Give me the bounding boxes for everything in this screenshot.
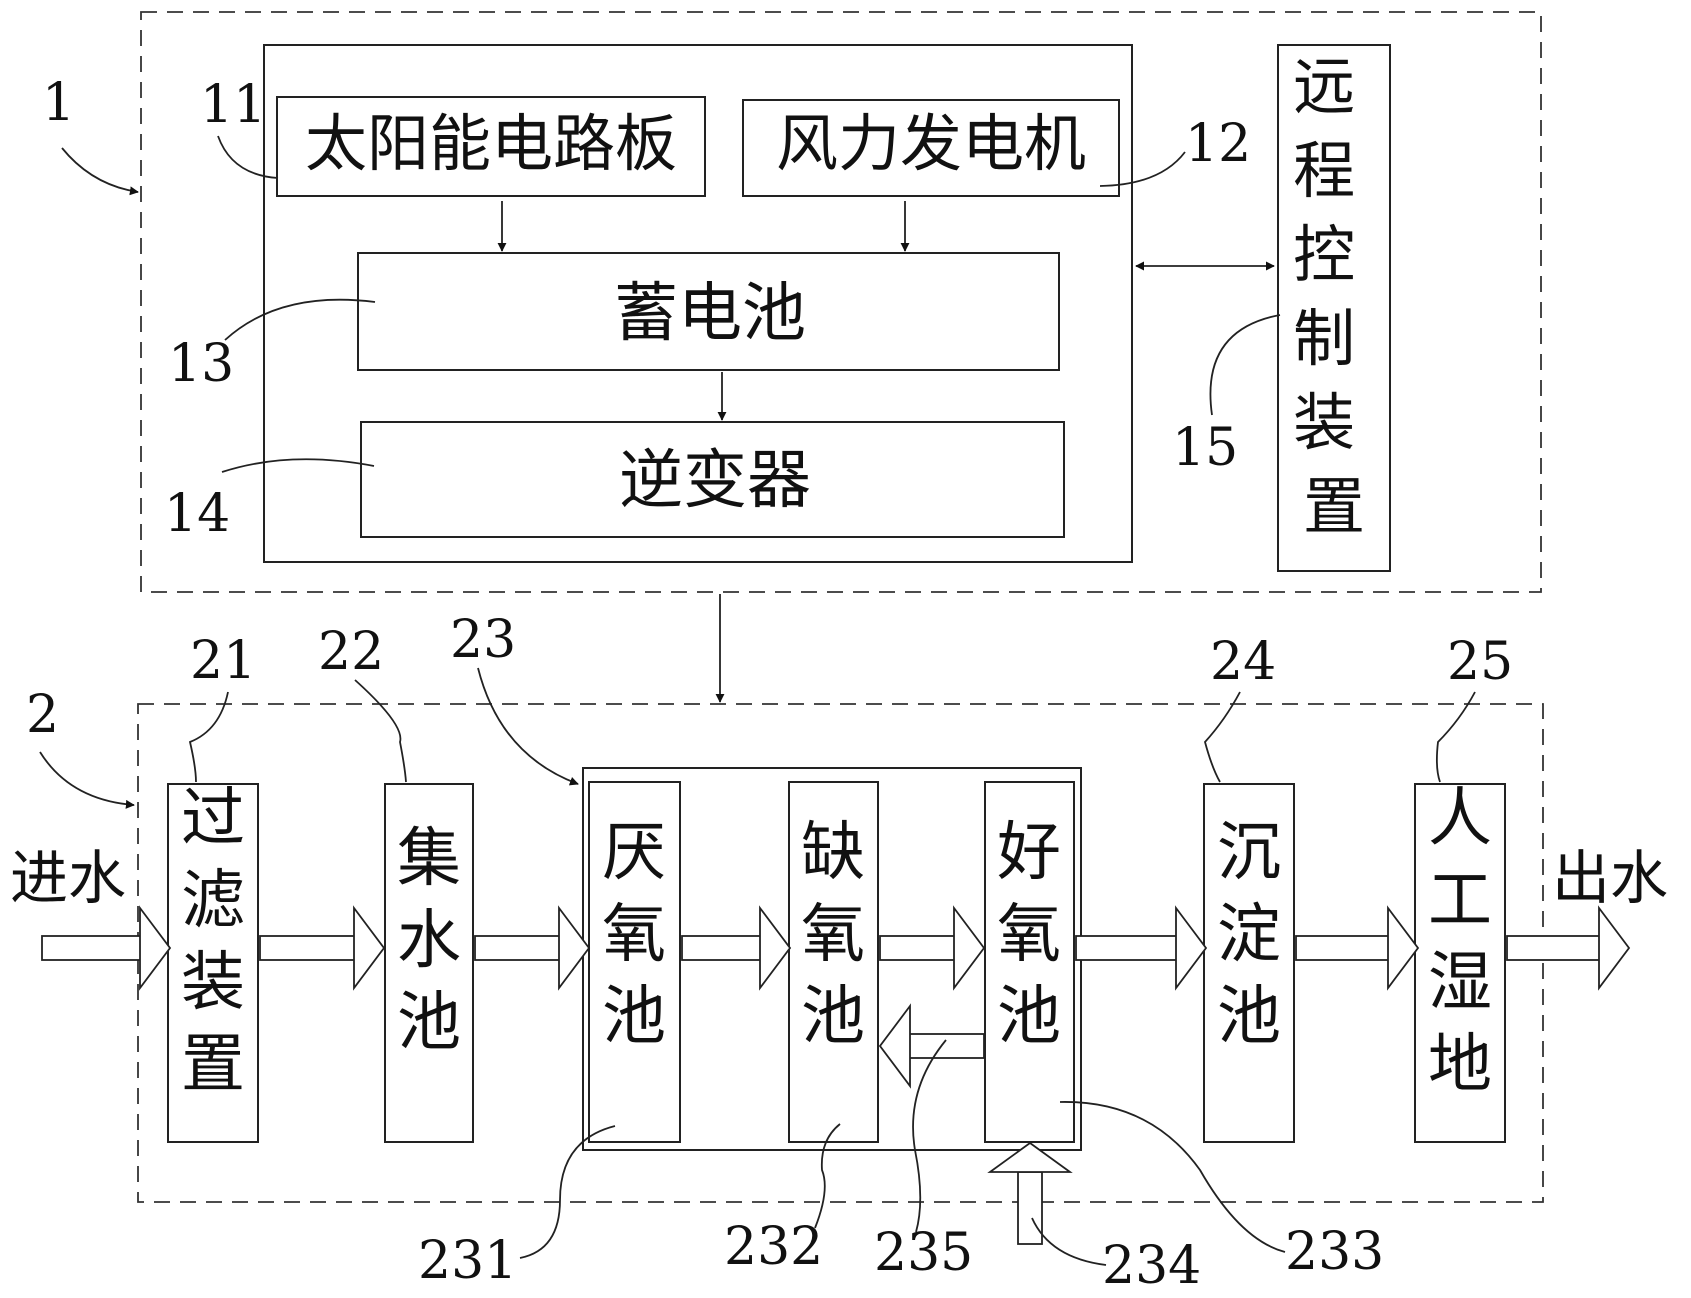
aerobic-label: 好氧池 bbox=[997, 816, 1061, 1054]
ref-12: 12 bbox=[1185, 114, 1251, 174]
ref-15: 15 bbox=[1172, 418, 1238, 478]
anoxic-column bbox=[788, 781, 879, 1143]
leader-235 bbox=[912, 1039, 947, 1233]
wetland-column bbox=[1414, 783, 1506, 1143]
filter-to-collect-pipe bbox=[259, 905, 386, 991]
solar-panel-box bbox=[276, 96, 706, 197]
power-module-box bbox=[263, 44, 1133, 563]
leader-231 bbox=[519, 1125, 616, 1259]
ref-233: 233 bbox=[1285, 1222, 1384, 1282]
ref-25: 25 bbox=[1447, 632, 1513, 692]
ref-21: 21 bbox=[190, 631, 256, 691]
anaerobic-column bbox=[588, 781, 681, 1143]
leader-1 bbox=[61, 147, 139, 196]
settle-column bbox=[1203, 783, 1295, 1143]
reflux-pipe bbox=[878, 1003, 985, 1089]
anoxic-to-aerobic-pipe bbox=[879, 905, 986, 991]
leader-233 bbox=[1059, 1101, 1286, 1253]
ref-23: 23 bbox=[450, 610, 516, 670]
wetland-label: 人工湿地 bbox=[1428, 782, 1492, 1102]
anoxic-label: 缺氧池 bbox=[801, 816, 865, 1054]
inlet-label: 进水 bbox=[10, 844, 126, 912]
ref-235: 235 bbox=[874, 1223, 973, 1283]
aerobic-column bbox=[984, 781, 1075, 1143]
collect-to-anaerobic-pipe bbox=[474, 905, 591, 991]
ref-234: 234 bbox=[1102, 1236, 1201, 1296]
wind-generator-box bbox=[742, 99, 1120, 197]
leader-13 bbox=[224, 298, 376, 341]
outlet-label: 出水 bbox=[1552, 844, 1668, 912]
remote-control-label: 远 程 控 制 装 置 bbox=[1293, 50, 1375, 543]
inlet-pipe bbox=[41, 905, 172, 991]
anaerobic-label: 厌氧池 bbox=[602, 816, 666, 1054]
leader-25 bbox=[1435, 691, 1476, 783]
aeration-pipe bbox=[987, 1141, 1073, 1245]
leader-12 bbox=[1099, 151, 1186, 187]
leader-11 bbox=[217, 135, 279, 179]
collect-column bbox=[384, 783, 474, 1143]
aerobic-to-settle-pipe bbox=[1075, 905, 1208, 991]
ref-1: 1 bbox=[42, 73, 75, 133]
remote-control-box bbox=[1277, 44, 1391, 572]
outlet-pipe bbox=[1506, 905, 1631, 991]
leader-24 bbox=[1204, 691, 1241, 783]
ref-232: 232 bbox=[724, 1217, 823, 1277]
leader-234 bbox=[1031, 1217, 1107, 1266]
filter-label: 过滤装置 bbox=[181, 782, 245, 1102]
leader-15 bbox=[1209, 314, 1281, 416]
filter-column bbox=[167, 783, 259, 1143]
leader-22 bbox=[354, 679, 407, 783]
collect-label: 集水池 bbox=[397, 822, 461, 1060]
battery-box bbox=[357, 252, 1060, 371]
ref-11: 11 bbox=[200, 75, 266, 135]
settle-label: 沉淀池 bbox=[1217, 816, 1281, 1054]
solar-panel-label: 太阳能电路板 bbox=[305, 107, 677, 180]
ref-231: 231 bbox=[418, 1231, 517, 1291]
power-system-group bbox=[140, 11, 1542, 593]
leader-14 bbox=[221, 458, 375, 473]
leader-23 bbox=[477, 667, 579, 786]
wind-generator-label: 风力发电机 bbox=[776, 107, 1086, 180]
inverter-label: 逆变器 bbox=[619, 444, 811, 518]
leader-2 bbox=[39, 751, 135, 809]
ref-2: 2 bbox=[26, 685, 59, 745]
anaerobic-to-anoxic-pipe bbox=[681, 905, 792, 991]
settle-to-wetland-pipe bbox=[1295, 905, 1420, 991]
battery-label: 蓄电池 bbox=[614, 277, 806, 351]
ref-13: 13 bbox=[168, 334, 234, 394]
leader-232 bbox=[814, 1123, 841, 1229]
leader-21 bbox=[188, 691, 229, 783]
ref-24: 24 bbox=[1210, 632, 1276, 692]
inverter-box bbox=[360, 421, 1065, 538]
ref-14: 14 bbox=[164, 484, 230, 544]
ref-22: 22 bbox=[318, 622, 384, 682]
